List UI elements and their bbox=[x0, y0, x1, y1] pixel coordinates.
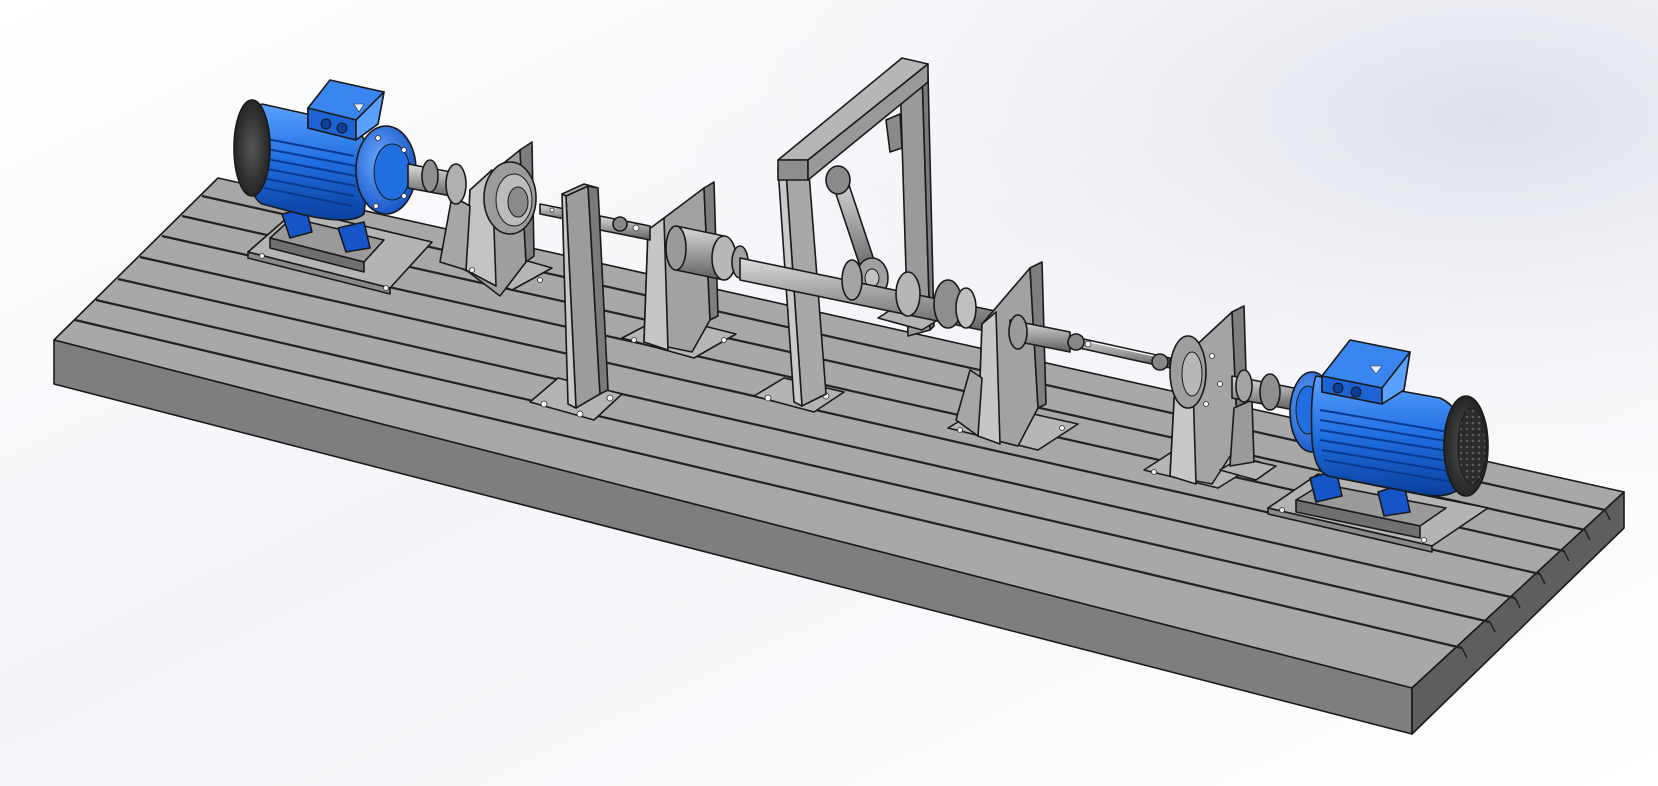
left-motor-assembly bbox=[233, 79, 433, 295]
bearing-pedestal-3 bbox=[947, 261, 1079, 451]
left-motor-cooling-fins bbox=[261, 137, 357, 207]
vertical-support-post-1 bbox=[529, 183, 623, 421]
bearing-pedestal-1 bbox=[439, 141, 553, 297]
bed-edge-notches bbox=[1461, 509, 1611, 659]
left-motor-fan-cover bbox=[233, 99, 271, 197]
mounting-bolts bbox=[259, 253, 1427, 543]
left-motor-foot bbox=[337, 221, 371, 253]
drive-shaft-segment-3 bbox=[1231, 369, 1295, 411]
universal-joint-1 bbox=[599, 215, 651, 241]
right-motor-assembly bbox=[1267, 339, 1489, 553]
bed-side-face bbox=[1411, 491, 1625, 735]
right-motor-cooling-fins bbox=[1319, 409, 1455, 483]
drive-shaft-segment-2 bbox=[739, 257, 1001, 335]
bearing-pedestal-2 bbox=[621, 181, 749, 359]
telescopic-drive-shaft bbox=[1067, 333, 1171, 371]
